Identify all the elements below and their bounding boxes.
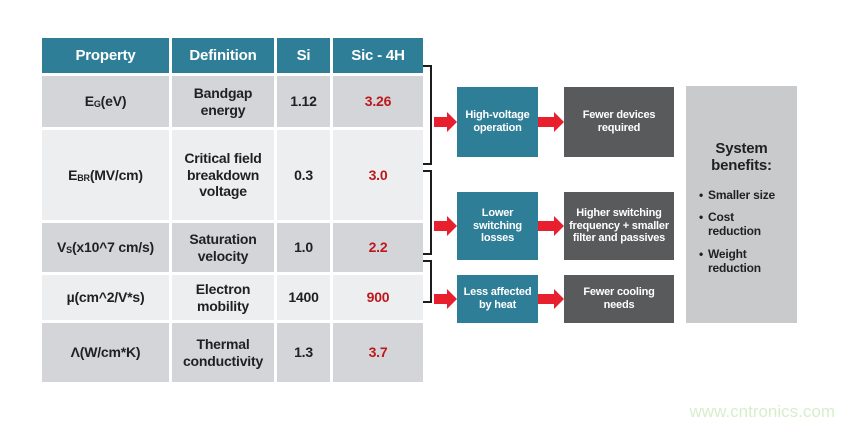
effect-box: Fewer cooling needs <box>564 275 674 323</box>
effect-box: Higher switching frequency + smaller fil… <box>564 192 674 260</box>
definition-cell: Electron mobility <box>172 275 274 320</box>
header-property: Property <box>42 38 169 73</box>
definition-cell: Saturation velocity <box>172 223 274 272</box>
si-value: 0.3 <box>277 130 330 220</box>
si-value: 1.3 <box>277 323 330 382</box>
right-arrow-icon <box>538 216 564 236</box>
sic4h-value: 3.0 <box>333 130 423 220</box>
right-arrow-icon <box>434 289 457 309</box>
right-arrow-icon <box>434 216 457 236</box>
benefit-label: Smaller size <box>708 187 775 202</box>
sic4h-value: 2.2 <box>333 223 423 272</box>
header-definition: Definition <box>172 38 274 73</box>
header-si: Si <box>277 38 330 73</box>
effect-box: Fewer devices required <box>564 87 674 157</box>
row-group-bracket-3 <box>423 260 432 303</box>
benefit-item: • Weight reduction <box>699 246 784 276</box>
sic4h-value: 3.7 <box>333 323 423 382</box>
row-group-bracket-2 <box>423 170 432 255</box>
watermark-text: www.cntronics.com <box>689 402 835 421</box>
system-benefits-panel: System benefits: • Smaller size • Cost r… <box>686 86 797 323</box>
si-value: 1.12 <box>277 76 330 127</box>
right-arrow-icon <box>538 112 564 132</box>
definition-cell: Bandgap energy <box>172 76 274 127</box>
si-value: 1400 <box>277 275 330 320</box>
property-cell: Λ (W/cm*K) <box>42 323 169 382</box>
benefit-label: Cost reduction <box>708 210 761 239</box>
si-value: 1.0 <box>277 223 330 272</box>
sic4h-value: 900 <box>333 275 423 320</box>
row-group-bracket-1 <box>423 65 432 165</box>
benefit-item: • Cost reduction <box>699 210 784 239</box>
definition-cell: Critical field breakdown voltage <box>172 130 274 220</box>
benefit-item: • Smaller size <box>699 187 784 203</box>
benefit-label: Weight reduction <box>708 246 761 275</box>
bullet-icon: • <box>699 210 704 225</box>
system-benefits-title: System benefits: <box>711 140 772 175</box>
cause-box: Lower switching losses <box>457 192 538 260</box>
bullet-icon: • <box>699 187 704 202</box>
cause-box: Less affected by heat <box>457 275 538 323</box>
bullet-icon: • <box>699 246 704 261</box>
header-sic4h: Sic - 4H <box>333 38 423 73</box>
flow-row: Lower switching losses Higher switching … <box>434 192 674 260</box>
flow-row: Less affected by heat Fewer cooling need… <box>434 275 674 323</box>
right-arrow-icon <box>434 112 457 132</box>
cause-box: High-voltage operation <box>457 87 538 157</box>
property-cell: µ (cm^2/V*s) <box>42 275 169 320</box>
flow-row: High-voltage operation Fewer devices req… <box>434 87 674 157</box>
definition-cell: Thermal conductivity <box>172 323 274 382</box>
right-arrow-icon <box>538 289 564 309</box>
sic4h-value: 3.26 <box>333 76 423 127</box>
